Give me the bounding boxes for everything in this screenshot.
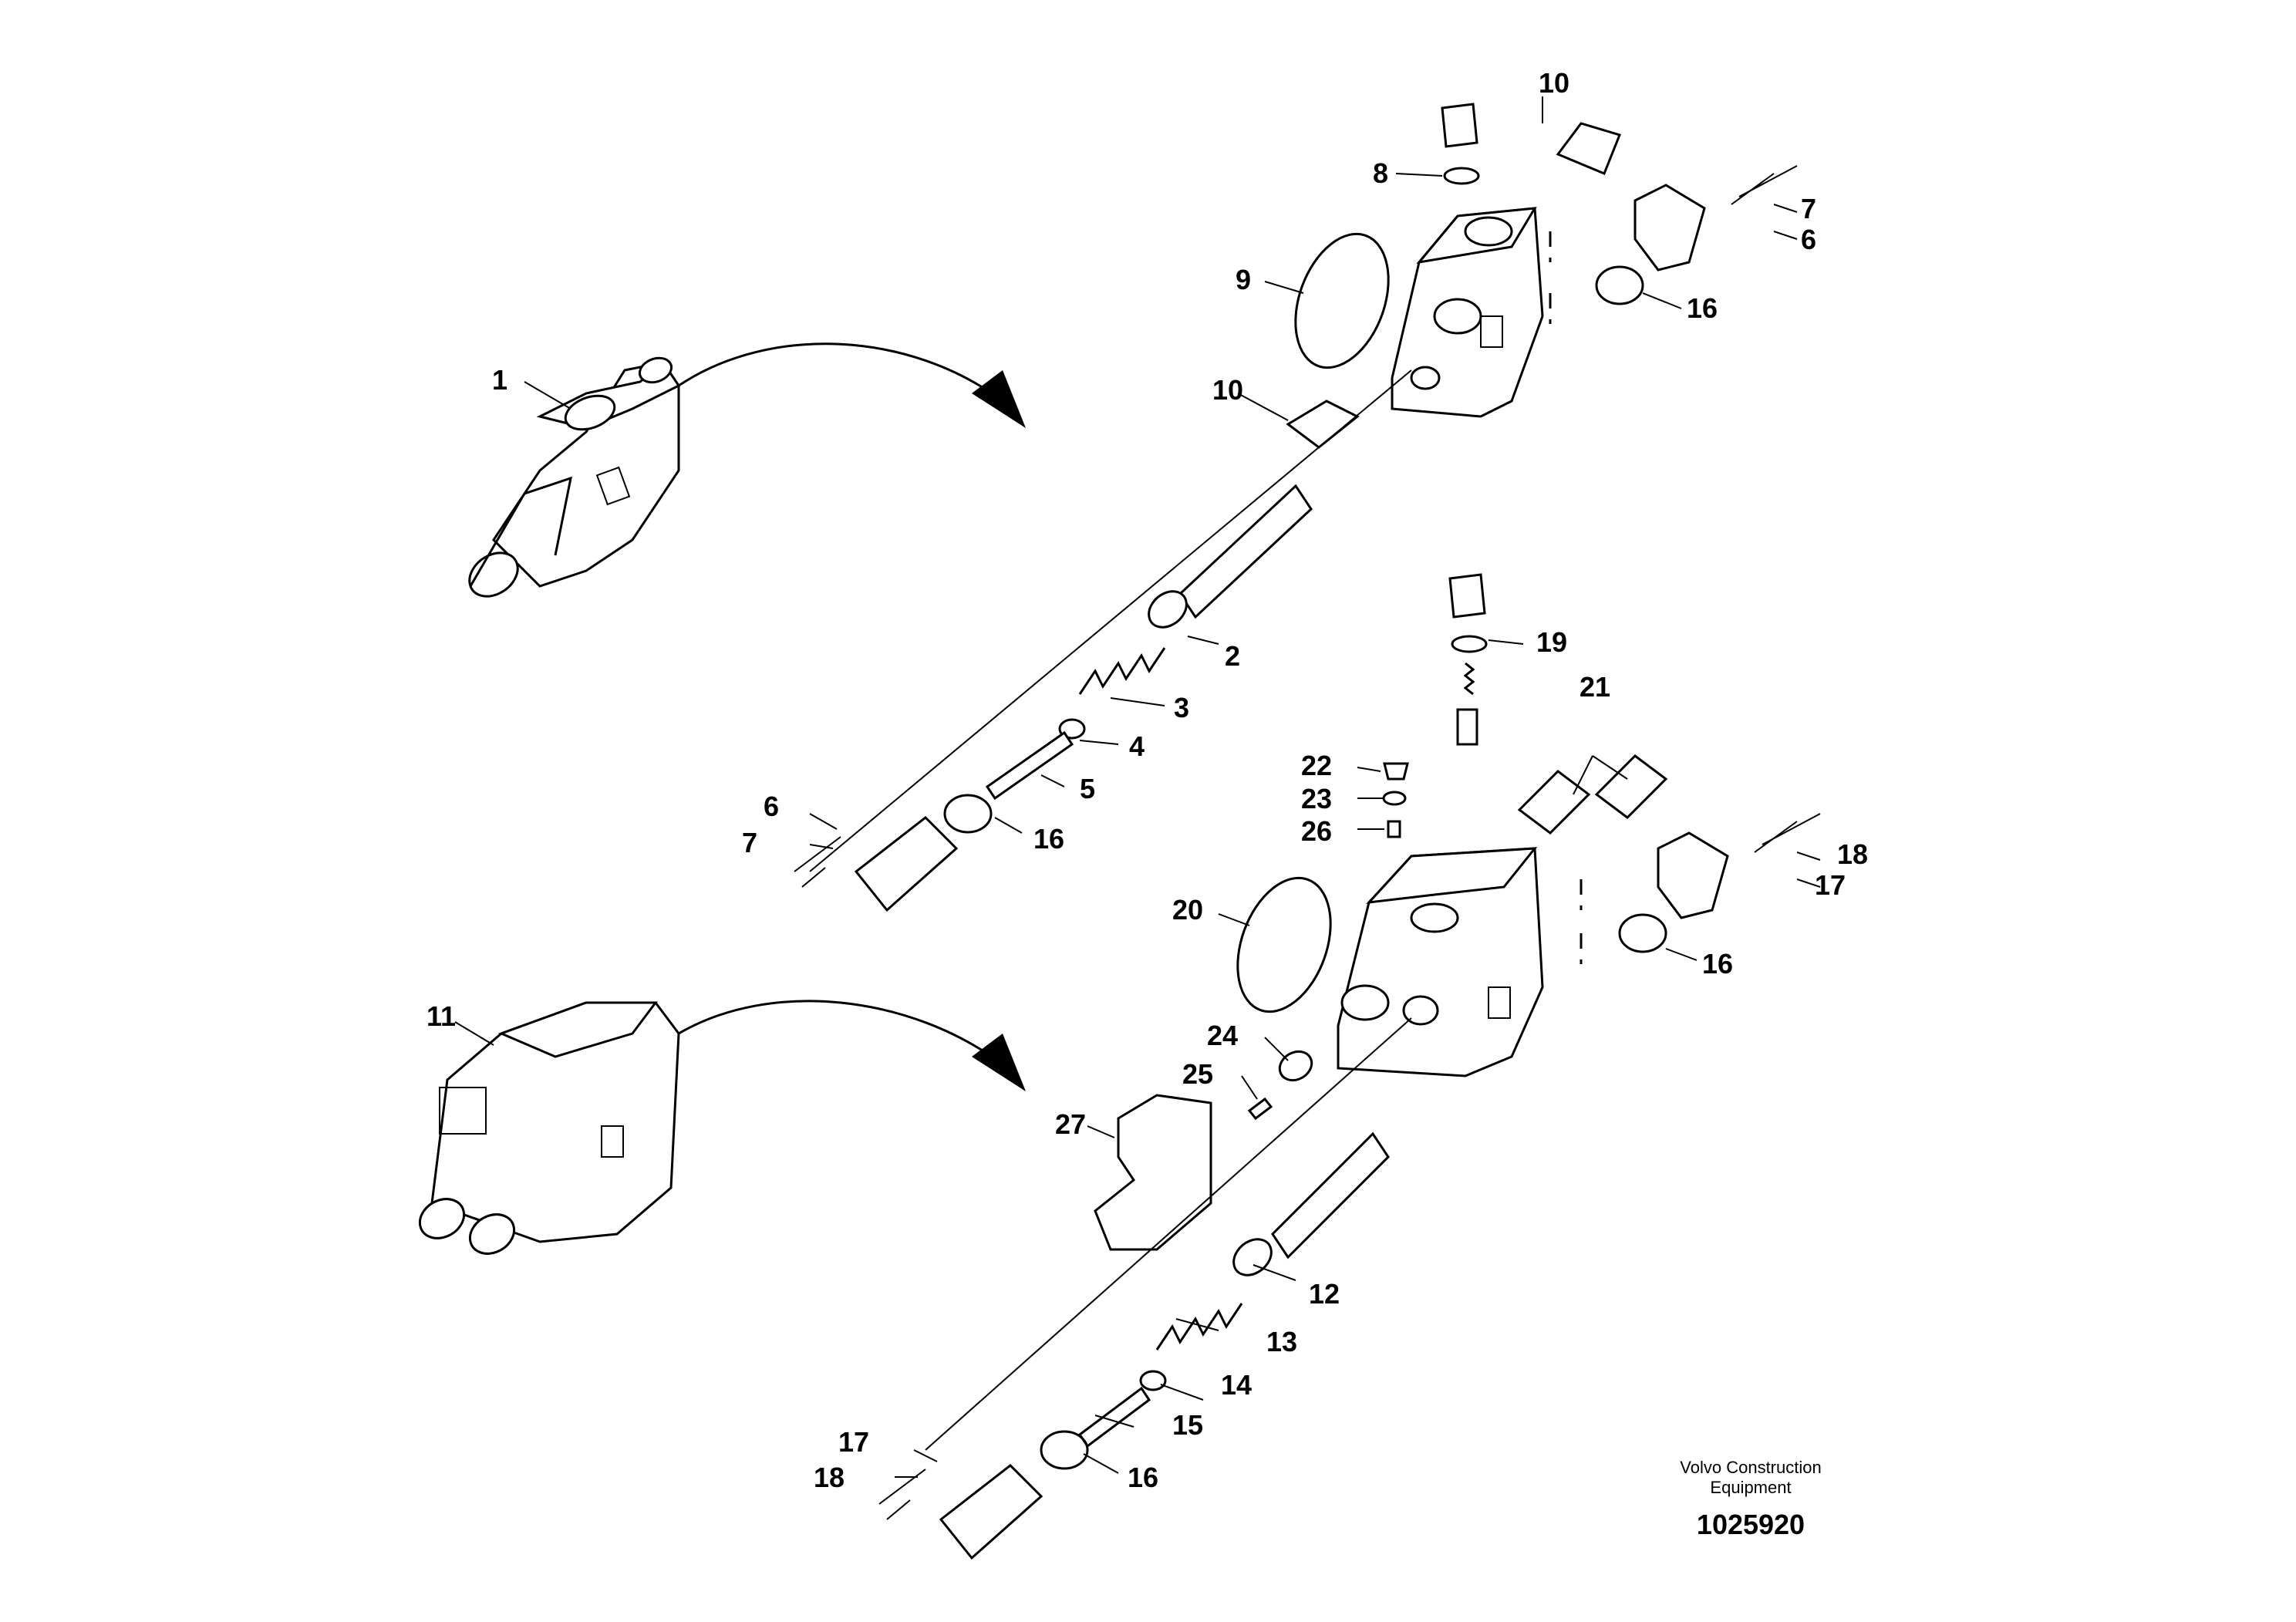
arrow-to-lower <box>678 1000 1003 1066</box>
callout-15: 15 <box>1172 1409 1203 1441</box>
valve-section-lower <box>1337 847 1583 1077</box>
oring-16-upper-right <box>1595 265 1644 305</box>
callout-16c: 16 <box>1128 1462 1158 1493</box>
spring-3 <box>1078 647 1166 695</box>
callout-4: 4 <box>1129 730 1145 762</box>
washer-14 <box>1139 1370 1167 1391</box>
callout-16a: 16 <box>1687 292 1718 324</box>
cartridge-21-a <box>1517 770 1591 835</box>
screw-25 <box>1247 1097 1273 1121</box>
callout-23: 23 <box>1301 783 1332 814</box>
pin-26 <box>1387 820 1401 838</box>
callout-17b: 17 <box>1815 869 1846 901</box>
valve-section-upper <box>1391 207 1552 418</box>
spool-seat-2 <box>1148 590 1188 629</box>
rod-5 <box>985 730 1074 801</box>
callout-6b: 6 <box>1801 224 1816 255</box>
spool-axis-upper <box>809 369 1412 872</box>
oring-20 <box>1236 876 1332 1013</box>
cartridge-21-b <box>1594 754 1668 819</box>
callout-22: 22 <box>1301 750 1332 781</box>
oring-16-lower-left <box>1040 1430 1089 1470</box>
arrowhead-upper <box>972 370 1026 428</box>
spool-upper <box>1178 484 1313 619</box>
valve-pin-19 <box>1456 708 1478 746</box>
flange-cover-upper <box>1633 184 1706 271</box>
spool-axis-lower <box>925 1017 1412 1451</box>
plug-22 <box>1383 762 1409 781</box>
callout-18a: 18 <box>814 1462 845 1493</box>
callout-11: 11 <box>426 1000 456 1032</box>
arrow-to-upper <box>678 342 1003 403</box>
spring-19 <box>1463 662 1475 696</box>
spool-seat-12 <box>1232 1238 1273 1276</box>
callout-1: 1 <box>492 364 507 396</box>
plug-8 <box>1441 103 1478 148</box>
oring-8 <box>1443 167 1480 185</box>
callout-leaders <box>454 96 1821 1478</box>
spool-lower <box>1271 1131 1390 1259</box>
end-cap-lower <box>939 1464 1043 1560</box>
rod-15 <box>1077 1386 1151 1448</box>
callout-7b: 7 <box>1801 193 1816 224</box>
end-cap-upper <box>854 816 959 912</box>
oring-9 <box>1294 232 1390 369</box>
credit-line-2: Equipment <box>1710 1478 1792 1497</box>
callout-12: 12 <box>1309 1278 1340 1310</box>
block-27 <box>1094 1094 1212 1251</box>
part-labels: 1 2 3 4 5 6 7 8 9 10 10 7 6 16 16 11 12 … <box>426 67 1868 1493</box>
washer-4 <box>1058 718 1086 740</box>
callout-10a: 10 <box>1539 67 1569 99</box>
flange-cover-lower <box>1657 831 1729 919</box>
callout-10b: 10 <box>1212 374 1243 406</box>
callout-26: 26 <box>1301 815 1332 847</box>
oring-16-lower-right <box>1618 913 1667 953</box>
cartridge-10-bottom <box>1286 400 1360 449</box>
callout-21: 21 <box>1580 671 1610 703</box>
cartridge-10-top <box>1556 122 1622 175</box>
callout-24: 24 <box>1207 1020 1238 1051</box>
callout-27: 27 <box>1055 1108 1086 1140</box>
callout-14: 14 <box>1221 1369 1252 1401</box>
callout-9: 9 <box>1236 264 1251 295</box>
oring-19 <box>1451 635 1488 653</box>
manufacturer-credit: Volvo Construction Equipment 1025920 <box>1620 1458 1882 1541</box>
callout-13: 13 <box>1266 1326 1297 1357</box>
valve-overview-1 <box>468 356 681 598</box>
callout-5: 5 <box>1080 773 1095 804</box>
arrowhead-lower <box>972 1034 1026 1091</box>
oring-16-upper-left <box>943 794 993 834</box>
figure-number: 1025920 <box>1696 1509 1805 1540</box>
callout-19: 19 <box>1536 626 1567 658</box>
valve-overview-11 <box>418 1001 680 1255</box>
callout-20: 20 <box>1172 894 1203 926</box>
callout-6a: 6 <box>764 791 779 822</box>
callout-3: 3 <box>1174 692 1189 723</box>
callout-17a: 17 <box>838 1426 869 1458</box>
callout-2: 2 <box>1225 640 1240 672</box>
credit-line-1: Volvo Construction <box>1680 1458 1822 1477</box>
callout-18b: 18 <box>1837 838 1868 870</box>
fitting-24 <box>1278 1050 1313 1081</box>
callout-25: 25 <box>1182 1058 1213 1090</box>
callout-7a: 7 <box>742 827 757 858</box>
washer-23 <box>1382 791 1407 806</box>
callout-16b: 16 <box>1033 823 1064 855</box>
plug-19 <box>1448 573 1486 619</box>
callout-8: 8 <box>1373 157 1388 189</box>
callout-16d: 16 <box>1702 948 1733 980</box>
spring-13 <box>1155 1303 1243 1351</box>
